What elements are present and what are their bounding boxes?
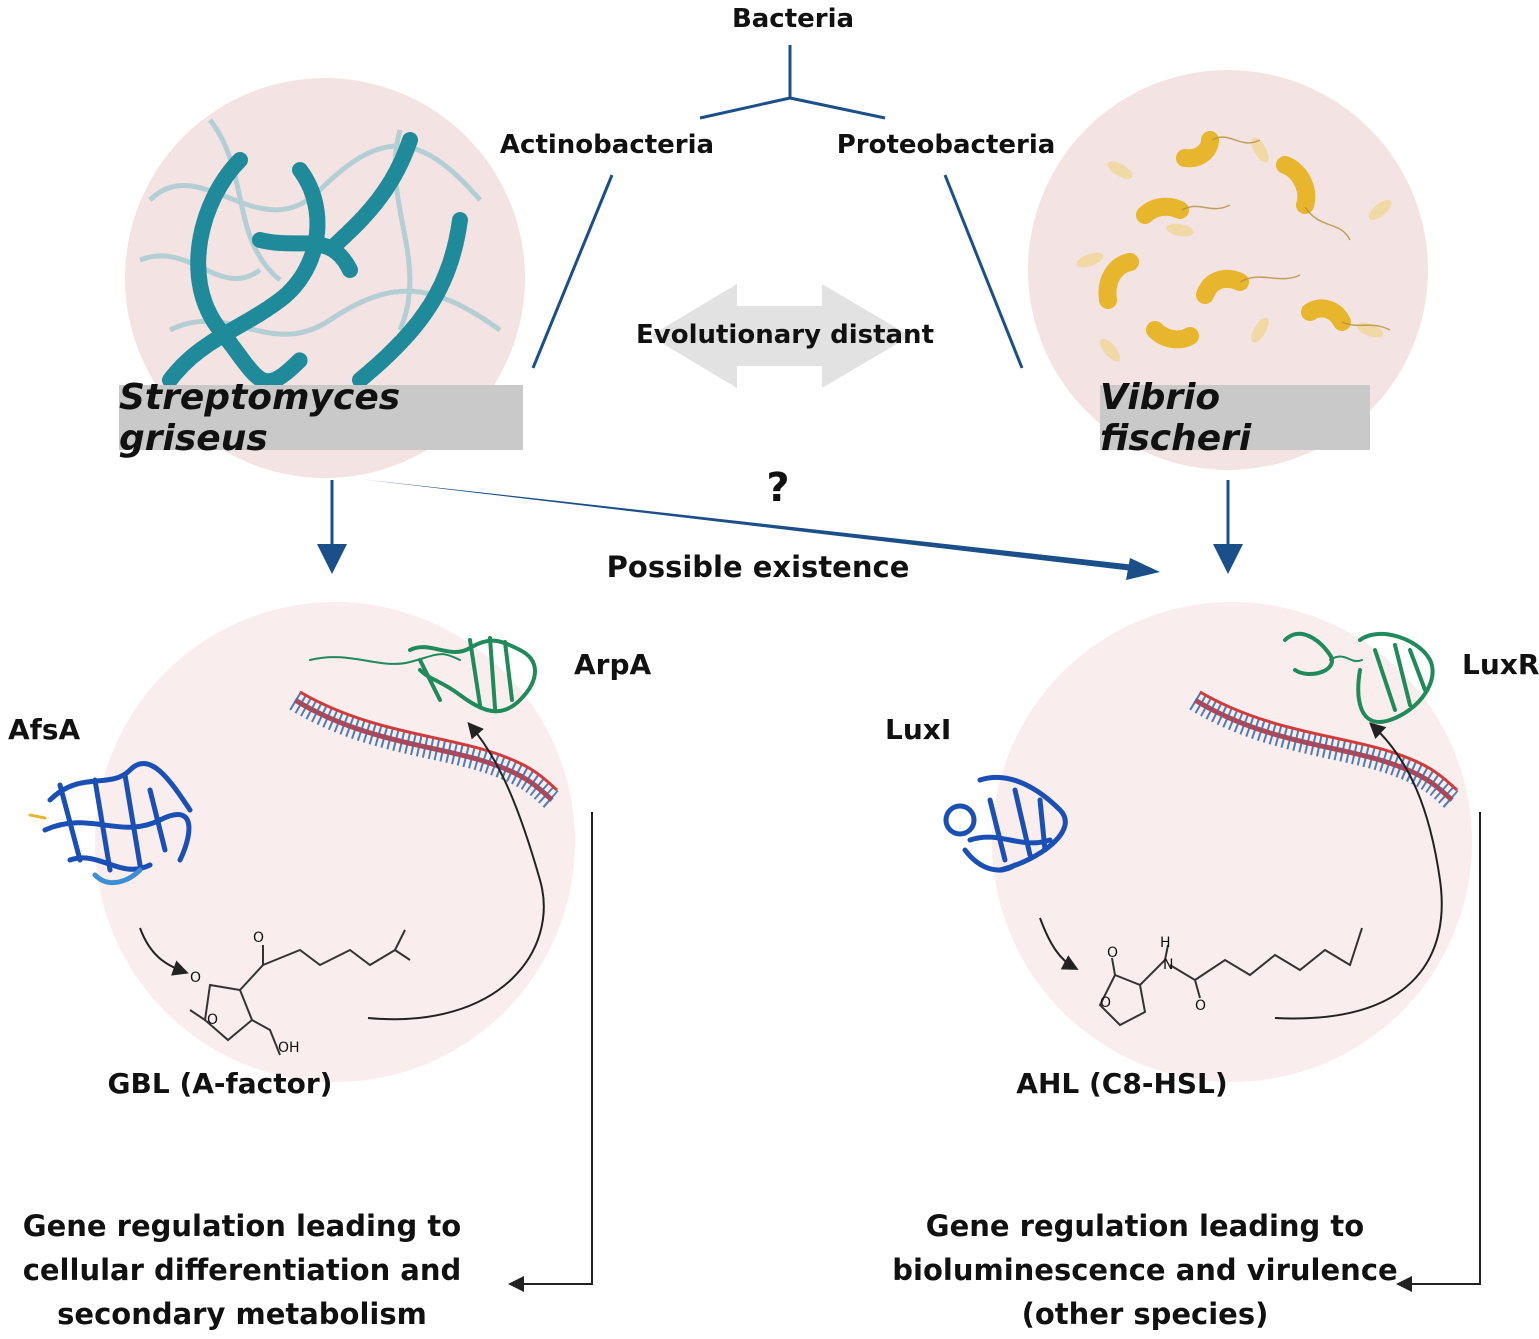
arpa-label: ArpA [574, 648, 652, 681]
ahl-o-atom-3: O [1195, 998, 1207, 1014]
right-taxon-label: Proteobacteria [836, 130, 1056, 160]
luxr-label: LuxR [1462, 648, 1539, 681]
down-arrows [317, 480, 1243, 574]
root-taxon-label: Bacteria [731, 4, 855, 34]
left-outcome-text: Gene regulation leading to cellular diff… [22, 1209, 462, 1331]
arpa-protein-structure [309, 636, 537, 714]
dna-right [1189, 690, 1460, 809]
possible-existence-label: Possible existence [606, 550, 910, 584]
gbl-o-atom-3: O [207, 1012, 219, 1028]
evolutionary-distant-label: Evolutionary distant [636, 320, 934, 350]
luxr-protein-structure [1283, 631, 1435, 724]
luxi-label: LuxI [885, 713, 952, 746]
outcome-arrows [508, 812, 1481, 1292]
species-label-vibrio: Vibrio fischeri [1100, 377, 1370, 459]
ahl-molecule [1098, 927, 1363, 1027]
evolutionary-distance-arrow [650, 284, 910, 388]
species-label-streptomyces: Streptomyces griseus [119, 377, 523, 459]
ahl-n-atom: N [1163, 957, 1174, 973]
lower-left-circle [95, 602, 575, 1082]
ahl-label: AHL (C8-HSL) [1016, 1067, 1228, 1100]
ahl-o-atom-2: O [1100, 995, 1112, 1011]
gbl-molecule [189, 929, 411, 1056]
gbl-label: GBL (A-factor) [107, 1067, 333, 1100]
dna-left [289, 690, 560, 809]
question-mark: ? [766, 465, 790, 511]
afsa-label: AfsA [8, 713, 81, 746]
ahl-h-atom: H [1160, 935, 1171, 951]
curved-arrows [139, 721, 1443, 1021]
phylo-tree [531, 45, 1024, 369]
right-outcome-text: Gene regulation leading to bioluminescen… [892, 1209, 1398, 1331]
possible-existence-arrow [360, 479, 1160, 580]
left-taxon-label: Actinobacteria [499, 130, 715, 160]
gbl-oh-atom: OH [278, 1040, 300, 1056]
vibrio-circle [1028, 70, 1428, 470]
gbl-o-atom-2: O [190, 970, 202, 986]
afsa-protein-structure [28, 761, 193, 886]
lower-right-circle [992, 602, 1472, 1082]
luxi-protein-structure [943, 774, 1068, 873]
streptomyces-circle [125, 78, 525, 478]
gbl-o-atom-1: O [253, 930, 265, 946]
ahl-o-atom-1: O [1107, 945, 1119, 961]
